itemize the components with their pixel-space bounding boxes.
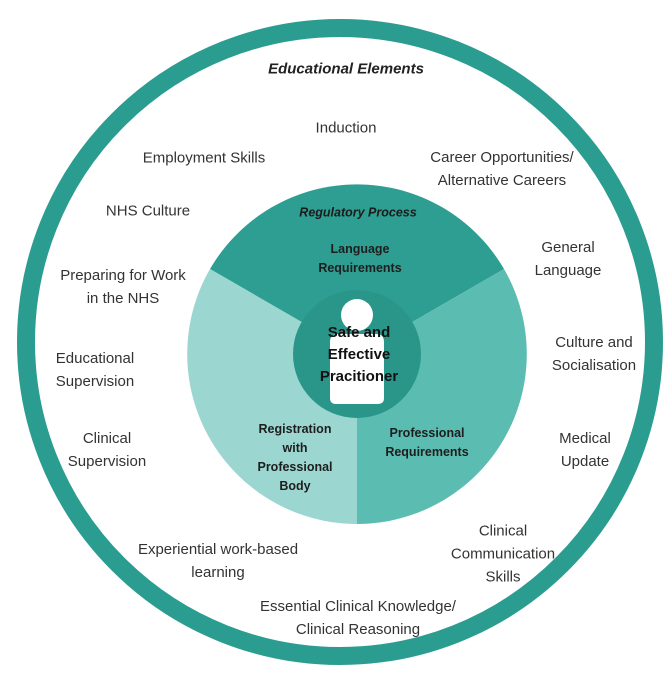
element-essential-knowledge: Essential Clinical Knowledge/ Clinical R… <box>260 598 456 638</box>
regulatory-process-title: Regulatory Process <box>299 205 417 220</box>
person-icon <box>330 299 384 404</box>
diagram-title: Educational Elements <box>268 60 424 78</box>
element-employment-skills: Employment Skills <box>142 149 266 167</box>
element-experiential-learning: Experiential work-based learning <box>137 541 299 581</box>
element-clinical-communication: Clinical Communication Skills <box>450 522 556 586</box>
element-career-opportunities: Career Opportunities/ Alternative Career… <box>430 149 574 189</box>
segment-registration-label: Registration with Professional Body <box>257 422 333 493</box>
segment-language-label: Language Requirements <box>318 242 402 275</box>
outer-ring <box>17 19 663 665</box>
segment-professional-label: Professional Requirements <box>385 426 469 459</box>
element-medical-update: Medical Update <box>559 430 611 470</box>
element-educational-supervision: Educational Supervision <box>55 350 135 390</box>
element-nhs-culture: NHS Culture <box>105 202 191 220</box>
element-culture-socialisation: Culture and Socialisation <box>551 334 637 374</box>
element-preparing-for-work: Preparing for Work in the NHS <box>60 267 186 307</box>
element-general-language: General Language <box>534 239 602 279</box>
center-label: Safe and Effective Pracitioner <box>319 324 399 385</box>
segment-language <box>210 184 504 354</box>
element-induction: Induction <box>315 119 377 137</box>
element-clinical-supervision: Clinical Supervision <box>67 430 147 470</box>
